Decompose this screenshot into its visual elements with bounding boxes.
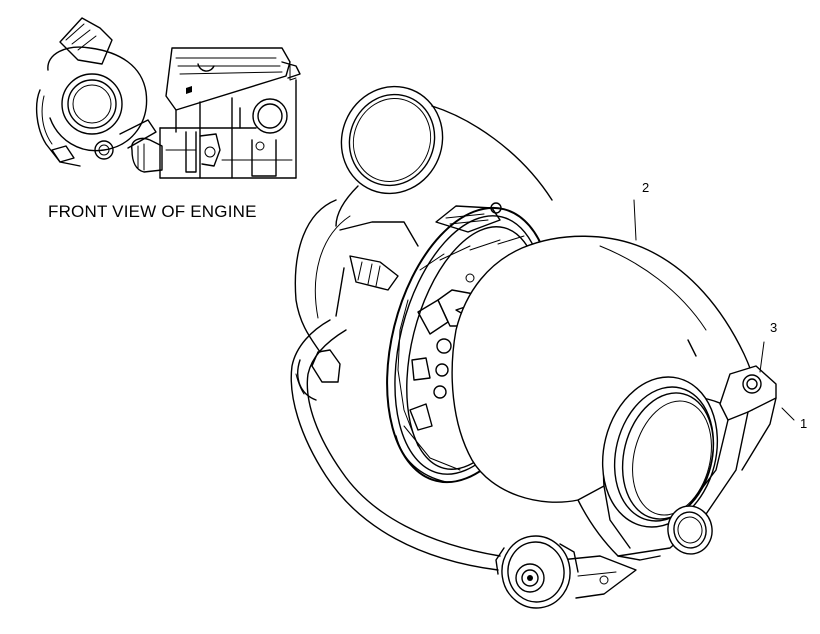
- turbine-outlet-flange: [601, 376, 719, 528]
- engine-front-view-inset: [35, 17, 301, 179]
- compressor-housing: [294, 105, 553, 401]
- oil-line-fitting: [495, 535, 579, 609]
- mounting-bracket: [617, 365, 777, 557]
- inset-caption: FRONT VIEW OF ENGINE: [48, 202, 257, 221]
- callout-3: 3: [770, 320, 778, 335]
- callout-1: 1: [800, 416, 808, 431]
- callout-leaders: [633, 199, 795, 421]
- lower-drain-flange: [667, 505, 713, 555]
- center-housing: [395, 235, 525, 483]
- callout-2: 2: [642, 180, 650, 195]
- compressor-inlet-ring: [340, 85, 444, 195]
- turbocharger-main-view: [290, 85, 795, 609]
- turbine-base: [559, 485, 661, 599]
- oil-supply-line: [290, 319, 501, 571]
